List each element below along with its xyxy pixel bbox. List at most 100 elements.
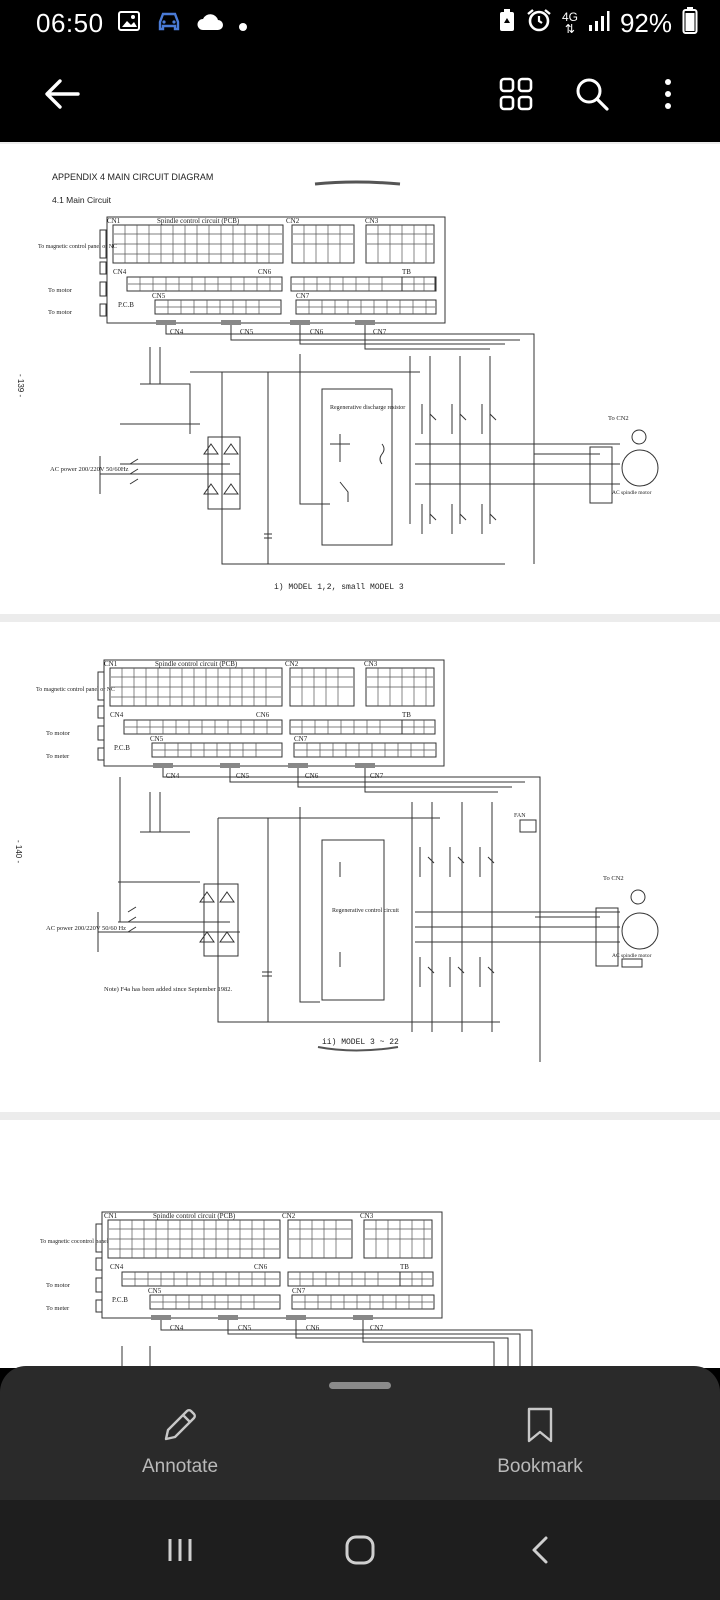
page-2-fan-label: FAN: [514, 813, 526, 819]
page-2-to-cn2: To CN2: [603, 875, 624, 882]
page-2-cn2: CN2: [285, 660, 299, 668]
page-2-cn7: CN7: [294, 735, 308, 743]
page-1-pcb-title: Spindle control circuit (PCB): [157, 217, 240, 225]
more-vert-icon: [665, 79, 671, 109]
page-1-side-label-1: To magnetic control panel or NC: [38, 244, 117, 250]
bottom-action-sheet: Annotate Bookmark: [0, 1366, 720, 1500]
network-type: 4G⇅: [561, 10, 578, 36]
status-bar: 06:50 4G⇅ 92%: [0, 0, 720, 46]
page-3-cn5-bottom: CN5: [238, 1324, 252, 1332]
home-button[interactable]: [320, 1510, 400, 1590]
page-2-cn5-bottom: CN5: [236, 772, 250, 780]
chevron-left-icon: [532, 1536, 548, 1564]
document-page-3[interactable]: Spindle control circuit (PCB) CN1 CN2 CN…: [0, 1120, 720, 1368]
signal-icon: [588, 8, 610, 39]
page-3-cn3: CN3: [360, 1212, 374, 1220]
page-1-cn1: CN1: [107, 217, 121, 225]
page-2-cn5: CN5: [150, 735, 164, 743]
annotate-label: Annotate: [141, 1456, 219, 1477]
page-3-tb: TB: [400, 1263, 409, 1271]
document-page-1[interactable]: APPENDIX 4 MAIN CIRCUIT DIAGRAM 4.1 Main…: [0, 144, 720, 614]
page-2-ac-power: AC power 200/220V 50/60 Hz: [46, 925, 126, 932]
back-button[interactable]: [30, 62, 94, 126]
page-1-side-label-3: To motor: [48, 309, 73, 316]
status-time: 06:50: [36, 7, 104, 38]
more-notifications-dot-icon: [238, 8, 248, 39]
page-1-schematic: APPENDIX 4 MAIN CIRCUIT DIAGRAM 4.1 Main…: [16, 172, 659, 592]
search-button[interactable]: [560, 62, 624, 126]
bookmark-button[interactable]: Bookmark: [440, 1406, 640, 1492]
page-2-cn1: CN1: [104, 660, 118, 668]
page-1-cn6-bottom: CN6: [310, 328, 324, 336]
page-2-cn6-bottom: CN6: [305, 772, 319, 780]
page-1-tb: TB: [402, 268, 411, 276]
page-2-cn3: CN3: [364, 660, 378, 668]
page-2-number: - 140 -: [14, 840, 23, 863]
page-1-cn6: CN6: [258, 268, 272, 276]
page-1-ac-power: AC power 200/220V 50/60Hz: [50, 466, 129, 473]
page-2-pcb-title: Spindle control circuit (PCB): [155, 660, 238, 668]
pencil-icon: [164, 1409, 196, 1441]
page-1-cn7-bottom: CN7: [373, 328, 387, 336]
bookmark-icon: [527, 1407, 553, 1443]
page-2-cn6: CN6: [256, 711, 270, 719]
cloud-notification-icon: [196, 8, 224, 39]
network-type-label: 4G: [561, 10, 578, 24]
bookmark-label: Bookmark: [497, 1456, 583, 1477]
page-2-tb: TB: [402, 711, 411, 719]
page-1-pcb-label: P.C.B: [118, 301, 134, 309]
alarm-icon: [526, 8, 552, 39]
annotate-button[interactable]: Annotate: [80, 1406, 280, 1492]
page-2-side-label-3: To meter: [46, 753, 70, 760]
page-1-number: - 139 -: [16, 374, 25, 397]
page-2-cn4: CN4: [110, 711, 124, 719]
page-1-caption: i) MODEL 1,2, small MODEL 3: [274, 583, 404, 592]
arrow-back-icon: [45, 79, 80, 109]
page-3-cn6: CN6: [254, 1263, 268, 1271]
document-viewer[interactable]: APPENDIX 4 MAIN CIRCUIT DIAGRAM 4.1 Main…: [0, 142, 720, 1368]
page-1-cn2: CN2: [286, 217, 300, 225]
page-3-cn5: CN5: [148, 1287, 162, 1295]
page-1-cn5-bottom: CN5: [240, 328, 254, 336]
sheet-drag-handle[interactable]: [329, 1382, 391, 1389]
search-icon: [576, 78, 609, 111]
page-1-resistor-label: Regenerative discharge resistor: [330, 405, 405, 411]
more-options-button[interactable]: [636, 62, 700, 126]
recent-apps-icon: [168, 1539, 192, 1561]
car-notification-icon: [156, 8, 182, 39]
page-3-cn1: CN1: [104, 1212, 118, 1220]
page-3-side-label-1: To magnetic cocontrol panel: [40, 1239, 109, 1245]
page-2-side-label-1: To magnetic control panel or NC: [36, 687, 115, 693]
page-1-cn5: CN5: [152, 292, 166, 300]
page-2-pcb-label: P.C.B: [114, 744, 130, 752]
page-2-caption: ii) MODEL 3 ~ 22: [322, 1038, 399, 1047]
document-page-2[interactable]: Spindle control circuit (PCB) CN1 CN2 CN…: [0, 622, 720, 1112]
recent-apps-button[interactable]: [140, 1510, 220, 1590]
page-1-side-label-2: To motor: [48, 287, 73, 294]
page-3-cn7: CN7: [292, 1287, 306, 1295]
page-3-side-label-2: To motor: [46, 1282, 71, 1289]
system-navigation-bar: [0, 1500, 720, 1600]
gallery-notification-icon: [117, 8, 142, 39]
page-3-cn4-bottom: CN4: [170, 1324, 184, 1332]
page-1-to-cn2: To CN2: [608, 415, 629, 422]
page-3-cn6-bottom: CN6: [306, 1324, 320, 1332]
page-1-subheading: 4.1 Main Circuit: [52, 195, 112, 205]
thumbnail-view-button[interactable]: [484, 62, 548, 126]
page-1-cn4-bottom: CN4: [170, 328, 184, 336]
home-icon: [345, 1535, 375, 1565]
page-2-cn4-bottom: CN4: [166, 772, 180, 780]
recycle-battery-icon: [498, 8, 516, 39]
page-3-cn7-bottom: CN7: [370, 1324, 384, 1332]
page-2-note: Note) F4a has been added since September…: [104, 986, 233, 993]
page-3-cn4: CN4: [110, 1263, 124, 1271]
page-3-schematic: Spindle control circuit (PCB) CN1 CN2 CN…: [40, 1211, 533, 1368]
system-back-button[interactable]: [500, 1510, 580, 1590]
page-1-motor-label: AC spindle motor: [612, 490, 652, 496]
page-1-cn7: CN7: [296, 292, 310, 300]
page-3-cn2: CN2: [282, 1212, 296, 1220]
page-2-schematic: Spindle control circuit (PCB) CN1 CN2 CN…: [14, 659, 659, 1062]
page-2-cn7-bottom: CN7: [370, 772, 384, 780]
page-2-motor-label: AC spindle motor: [612, 953, 652, 959]
battery-icon: [682, 6, 698, 41]
